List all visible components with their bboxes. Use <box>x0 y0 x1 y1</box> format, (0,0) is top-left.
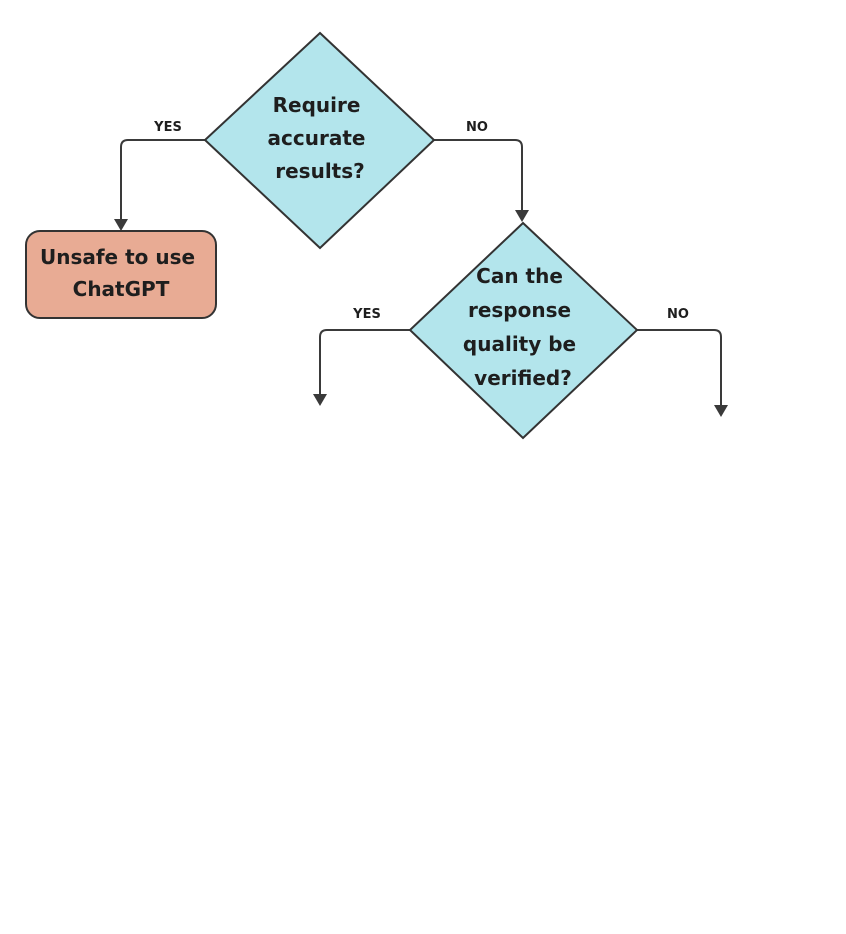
edge-label-d2-yes: YES <box>352 307 381 322</box>
decision-require-accurate-results: Require accurate results? <box>203 31 436 250</box>
decision-label-line: verified? <box>474 366 572 390</box>
decision-label-line: response <box>468 298 571 322</box>
arrowhead-d2-no <box>714 405 728 417</box>
connector-d2-no <box>637 329 722 406</box>
decision-diamond <box>203 31 436 250</box>
decision-diamond <box>408 221 639 440</box>
connector-d1-yes <box>120 139 205 220</box>
arrowhead-d2-yes <box>313 394 327 406</box>
terminal-label: Unsafe to use ChatGPT <box>40 245 202 301</box>
decision-label: Can the response quality be verified? <box>463 264 583 390</box>
decision-label-line: quality be <box>463 332 576 356</box>
decision-label-line: Require <box>273 93 361 117</box>
decision-can-response-quality-be-verified: Can the response quality be verified? <box>408 221 639 440</box>
edge-label-d1-yes: YES <box>153 120 182 135</box>
decision-label: Require accurate results? <box>268 93 373 183</box>
connector-d2-yes <box>319 329 410 395</box>
terminal-label-line: ChatGPT <box>73 277 170 301</box>
terminal-box <box>25 230 217 319</box>
arrowhead-d1-yes <box>114 219 128 231</box>
terminal-unsafe-to-use-chatgpt: Unsafe to use ChatGPT <box>25 230 217 319</box>
edge-label-d2-no: NO <box>667 307 689 322</box>
decision-label-line: accurate <box>268 126 366 150</box>
arrowhead-d1-no <box>515 210 529 222</box>
decision-label-line: Can the <box>476 264 563 288</box>
connector-d1-no <box>434 139 523 211</box>
terminal-label-line: Unsafe to use <box>40 245 195 269</box>
edge-label-d1-no: NO <box>466 120 488 135</box>
decision-label-line: results? <box>275 159 365 183</box>
